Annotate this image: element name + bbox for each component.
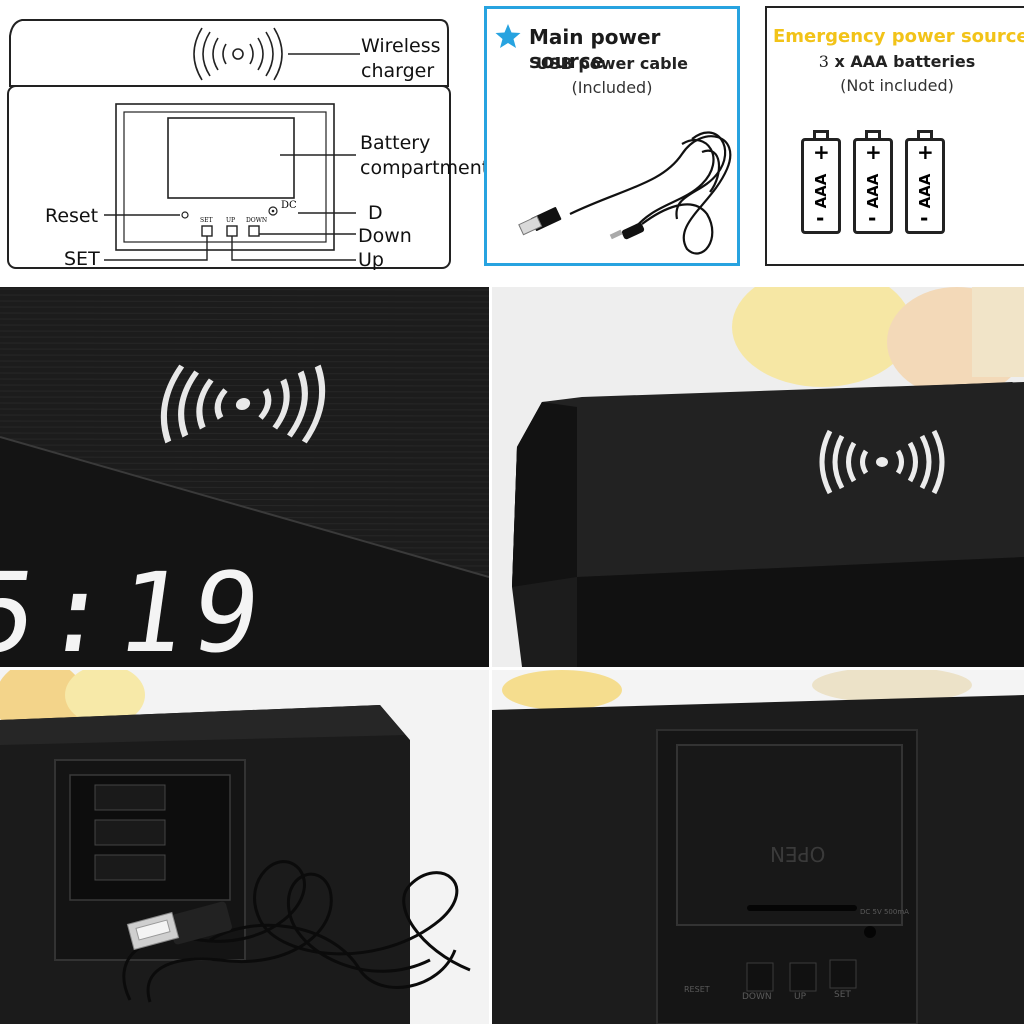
label-compartment: compartment <box>360 157 490 179</box>
battery-plus: + <box>917 140 934 164</box>
clock-front-render <box>0 287 489 667</box>
battery-cover-text: OPEN <box>770 842 826 866</box>
battery-plus: + <box>865 140 882 164</box>
label-d: D <box>368 202 383 224</box>
label-up: Up <box>358 249 384 271</box>
back-label-down: DOWN <box>742 992 772 1002</box>
usb-cable-image <box>518 131 732 255</box>
battery-minus: - <box>920 206 929 230</box>
clock-display-digits: 5:19 <box>0 549 276 667</box>
label-wireless: Wireless <box>361 35 441 57</box>
label-dc: DC <box>281 200 297 211</box>
battery-minus: - <box>868 206 877 230</box>
wireless-logo-icon <box>819 429 945 495</box>
button-label-up: UP <box>226 217 236 224</box>
battery-plus: + <box>813 140 830 164</box>
battery-count: 3 <box>818 52 829 71</box>
photo-clock-corner <box>492 287 1024 667</box>
emergency-power-subtitle: 3 x AAA batteries <box>767 52 1024 71</box>
back-label-up: UP <box>794 992 807 1002</box>
label-charger: charger <box>361 60 435 82</box>
wireless-logo-icon <box>160 364 326 444</box>
clock-corner-render <box>492 287 1024 667</box>
usb-plug-icon <box>518 207 562 236</box>
button-label-set: SET <box>200 217 213 224</box>
main-power-panel: Main power source USB power cable (Inclu… <box>484 6 740 266</box>
back-label-set: SET <box>834 990 851 1000</box>
battery-type: x AAA batteries <box>834 52 976 71</box>
emergency-power-panel: Emergency power source 3 x AAA batteries… <box>765 6 1024 266</box>
emergency-power-title: Emergency power source <box>773 26 1024 47</box>
label-set: SET <box>64 248 100 270</box>
device-outline <box>7 19 451 269</box>
label-battery: Battery <box>360 132 431 154</box>
battery-closed-render <box>492 670 1024 1024</box>
battery-minus: - <box>816 206 825 230</box>
aaa-battery-2: + AAA - <box>853 130 893 234</box>
emergency-power-note: (Not included) <box>840 76 954 95</box>
main-power-note: (Included) <box>571 78 653 97</box>
wireless-charger-icon <box>193 27 283 81</box>
usb-plug-icon <box>126 901 232 951</box>
label-reset: Reset <box>45 205 99 227</box>
back-label-reset: RESET <box>684 985 710 994</box>
label-down: Down <box>358 225 412 247</box>
battery-open-render <box>0 670 489 1024</box>
photo-battery-open <box>0 670 489 1024</box>
aaa-battery-3: + AAA - <box>905 130 945 234</box>
star-icon <box>495 24 521 48</box>
back-label-dc: DC 5V 500mA <box>860 908 909 916</box>
main-power-subtitle: USB power cable <box>536 54 688 73</box>
button-label-down: DOWN <box>246 217 268 224</box>
main-power-title: Main power source <box>529 25 661 73</box>
photo-clock-front: 5:19 <box>0 287 489 667</box>
aaa-battery-1: + AAA - <box>801 130 841 234</box>
device-diagram: Wireless charger Battery compartment Res… <box>0 0 489 275</box>
photo-battery-closed: OPEN DOWN UP SET RESET DC 5V 500mA <box>492 670 1024 1024</box>
